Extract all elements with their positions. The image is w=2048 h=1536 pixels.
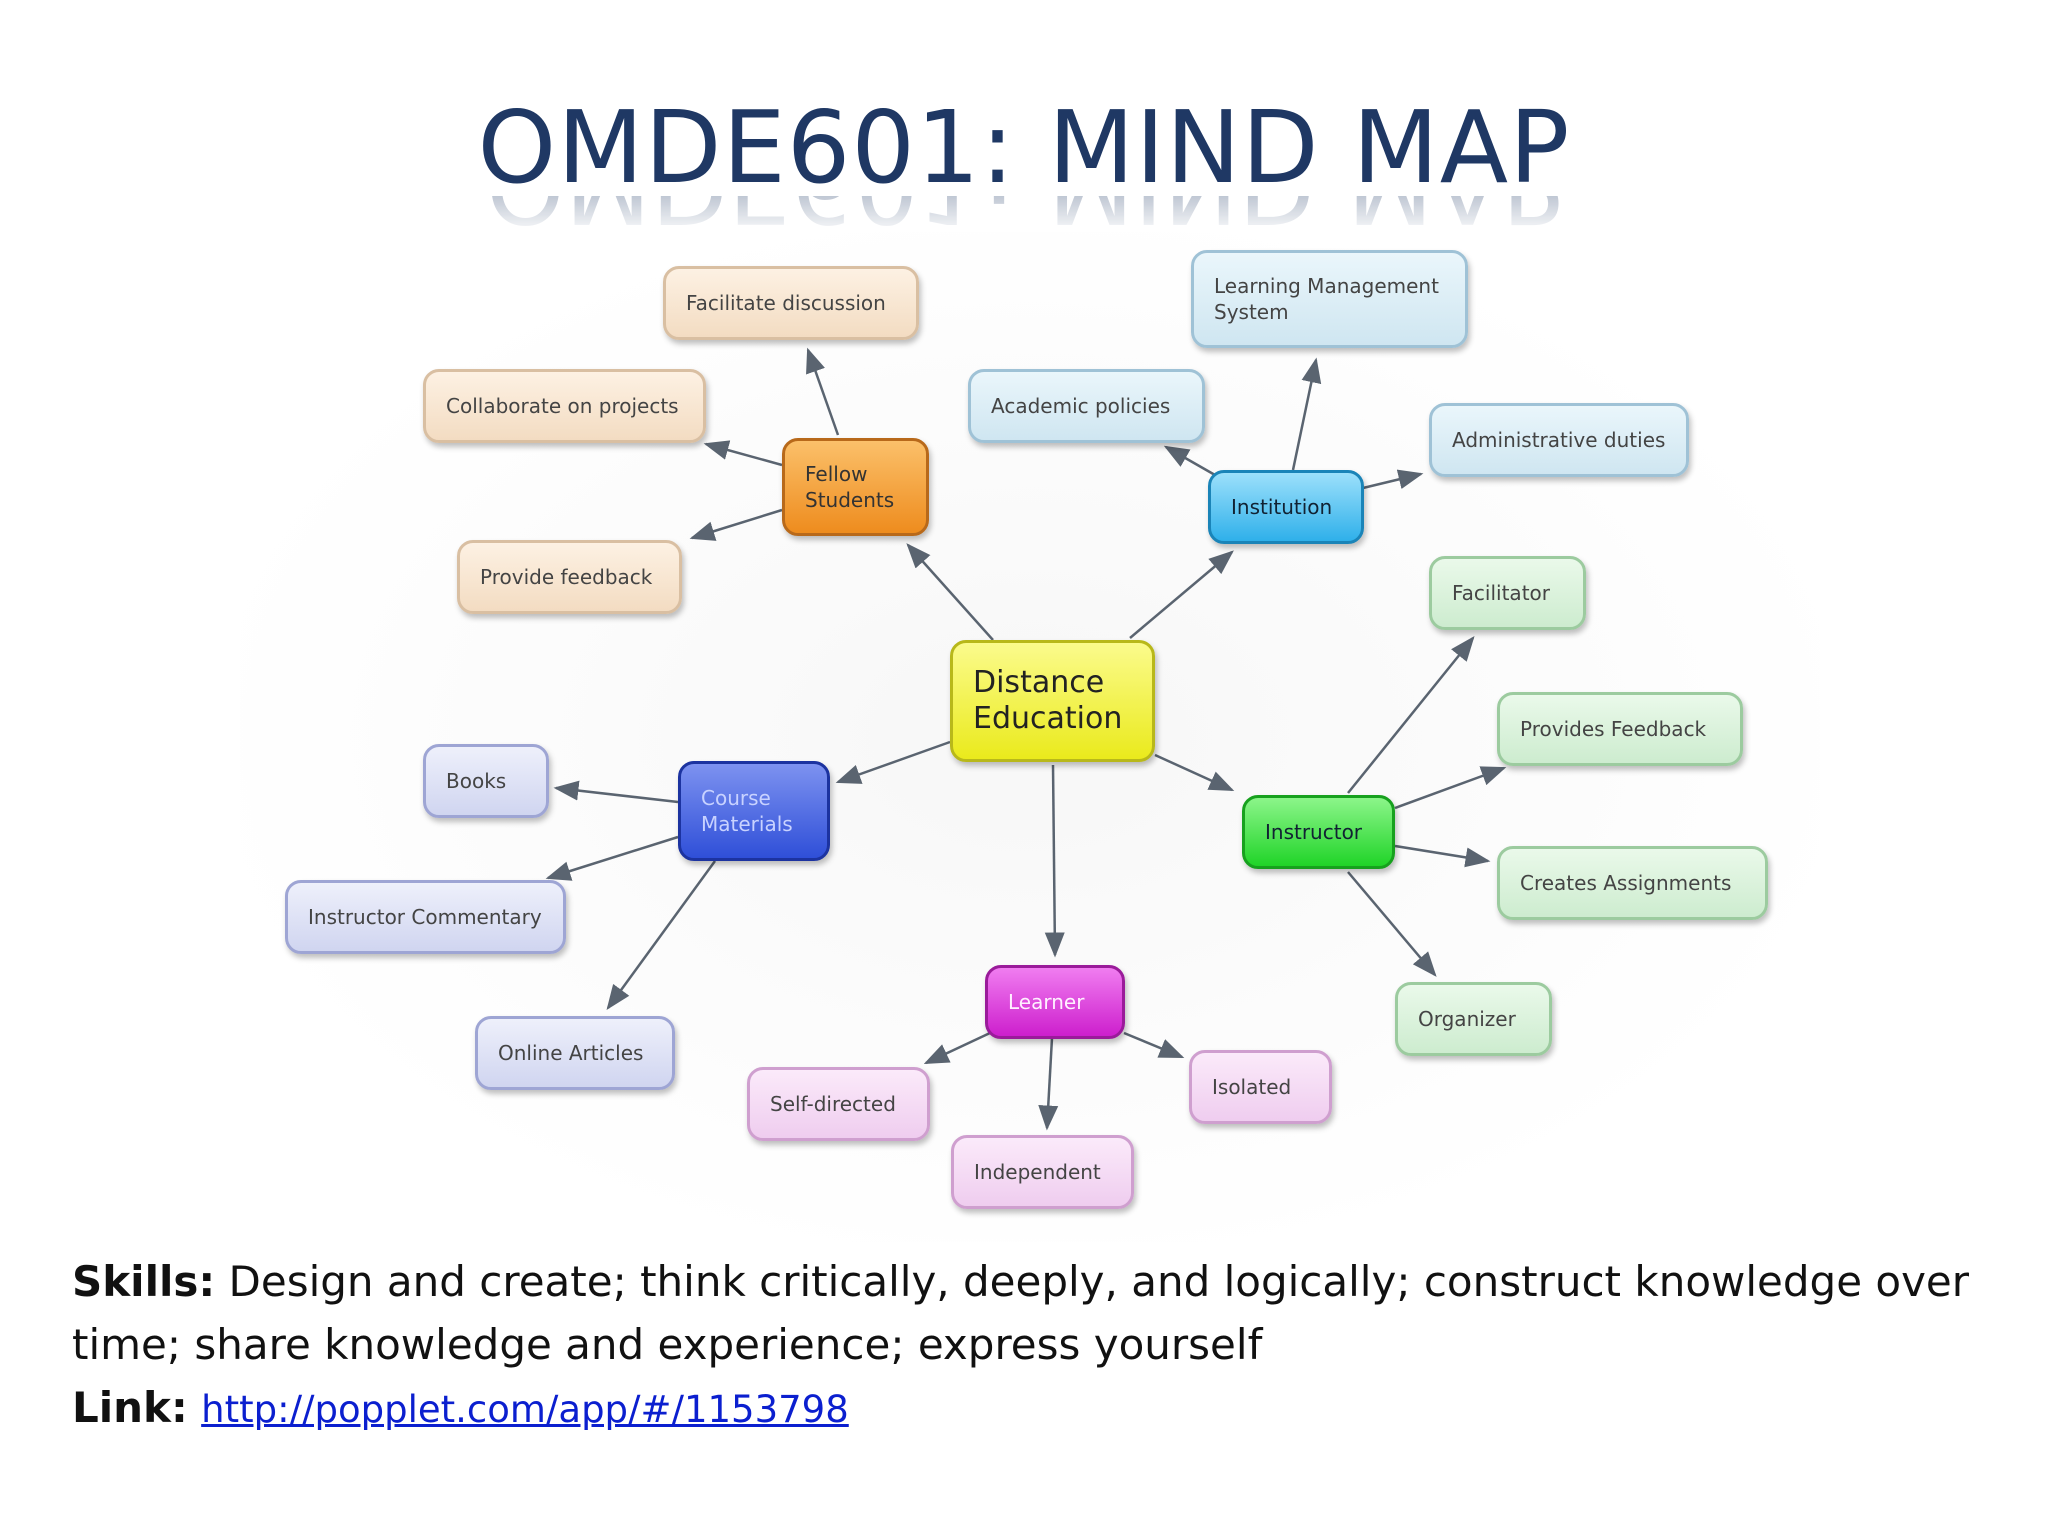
link-center-instructor xyxy=(1154,753,1235,792)
node-learner: Learner xyxy=(985,965,1125,1039)
node-institution: Institution xyxy=(1208,470,1364,544)
node-instructor: Instructor xyxy=(1242,795,1395,869)
slide-title: OMDE601: MIND MAP xyxy=(477,89,1571,206)
node-provides-feedback: Provides Feedback xyxy=(1497,692,1743,766)
skills-and-link-text: Skills: Design and create; think critica… xyxy=(72,1250,1992,1441)
link-fellow-collaborate xyxy=(703,440,783,467)
link-center-learner xyxy=(1044,764,1065,958)
link-institution-lms xyxy=(1291,357,1322,471)
skills-label: Skills: xyxy=(72,1257,216,1306)
link-instructor-facilitator xyxy=(1347,636,1475,794)
link-learner-self xyxy=(923,1031,991,1065)
link-course-commentary xyxy=(545,835,679,881)
link-instructor-provides xyxy=(1394,766,1507,810)
link-instructor-organizer xyxy=(1347,871,1437,977)
link-center-course xyxy=(835,740,951,784)
node-academic-policies: Academic policies xyxy=(968,369,1205,443)
node-learning-management-system: Learning Management System xyxy=(1191,250,1468,348)
node-collaborate-on-projects: Collaborate on projects xyxy=(423,369,706,443)
node-self-directed: Self-directed xyxy=(747,1067,930,1141)
node-creates-assignments: Creates Assignments xyxy=(1497,846,1768,920)
node-organizer: Organizer xyxy=(1395,982,1552,1056)
node-distance-education: Distance Education xyxy=(950,640,1155,762)
node-course-materials: Course Materials xyxy=(678,761,830,861)
node-fellow-students: Fellow Students xyxy=(782,438,929,536)
link-course-online xyxy=(606,860,717,1011)
link-institution-admin xyxy=(1362,469,1424,490)
popplet-link[interactable]: http://popplet.com/app/#/1153798 xyxy=(201,1388,849,1431)
skills-line: Skills: Design and create; think critica… xyxy=(72,1250,1992,1376)
link-instructor-creates xyxy=(1394,844,1491,868)
link-label: Link: xyxy=(72,1383,188,1432)
node-facilitator: Facilitator xyxy=(1429,556,1586,630)
node-instructor-commentary: Instructor Commentary xyxy=(285,880,566,954)
link-learner-independent xyxy=(1038,1037,1059,1131)
node-books: Books xyxy=(423,744,549,818)
skills-text: Design and create; think critically, dee… xyxy=(72,1257,1970,1369)
node-online-articles: Online Articles xyxy=(475,1016,675,1090)
node-facilitate-discussion: Facilitate discussion xyxy=(663,266,919,340)
node-provide-feedback: Provide feedback xyxy=(457,540,682,614)
link-line: Link: http://popplet.com/app/#/1153798 xyxy=(72,1376,1992,1441)
link-center-fellow xyxy=(906,543,994,641)
link-course-books xyxy=(553,780,679,804)
link-institution-academic xyxy=(1163,445,1216,477)
node-independent: Independent xyxy=(951,1135,1134,1209)
node-isolated: Isolated xyxy=(1189,1050,1332,1124)
link-fellow-provide xyxy=(689,508,783,541)
node-administrative-duties: Administrative duties xyxy=(1429,403,1689,477)
link-center-institution xyxy=(1129,550,1234,639)
link-fellow-facilitate xyxy=(806,347,840,436)
link-learner-isolated xyxy=(1123,1031,1185,1059)
